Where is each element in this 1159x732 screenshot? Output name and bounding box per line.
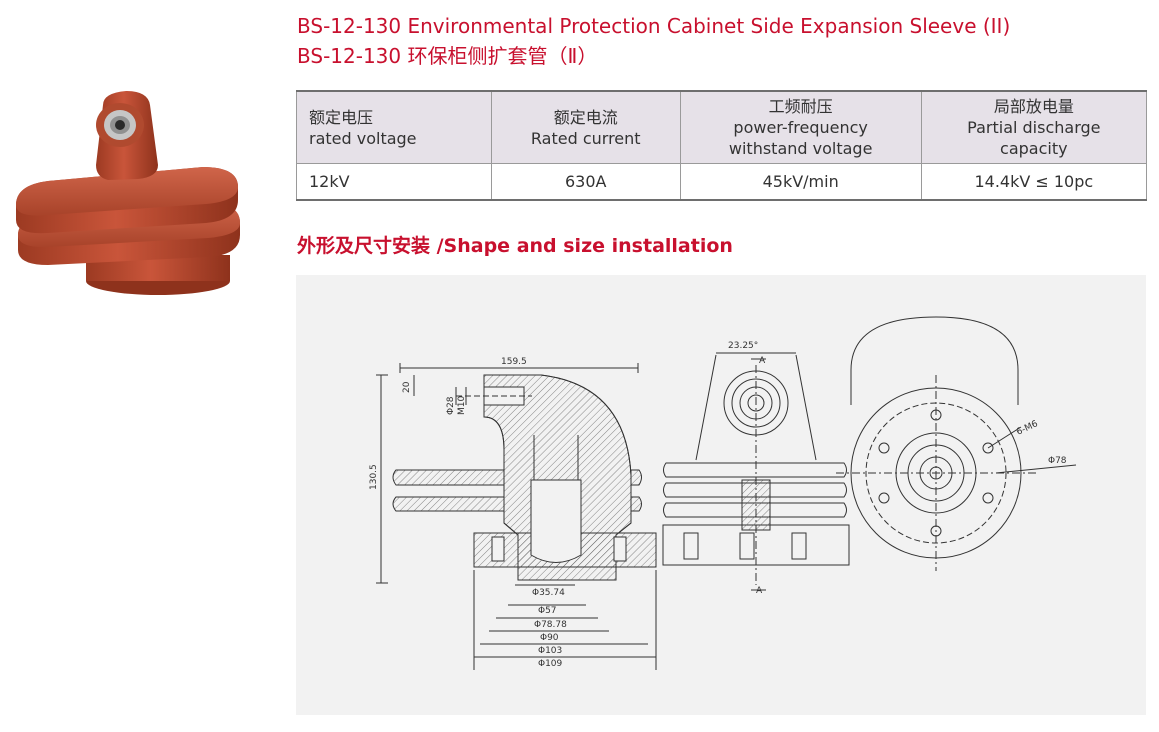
header-en: Rated current — [530, 128, 641, 148]
dim-d103: Φ103 — [538, 646, 562, 656]
value-rated-current: 630A — [490, 163, 681, 201]
header-cn: 局部放电量 — [993, 97, 1074, 116]
dim-height: 130.5 — [369, 464, 379, 490]
dim-d109: Φ109 — [538, 659, 563, 669]
spec-header-row: 额定电压 rated voltage 额定电流 Rated current 工频… — [296, 90, 1148, 164]
technical-drawing: 159.5 20 Φ28 M10 130.5 Φ35.74 Φ57 Φ78.78… — [296, 275, 1146, 715]
dim-d78: Φ78 — [1048, 456, 1067, 466]
dim-d7878: Φ78.78 — [534, 620, 567, 630]
value-partial-discharge: 14.4kV ≤ 10pc — [920, 163, 1148, 201]
drawing-svg: 159.5 20 Φ28 M10 130.5 Φ35.74 Φ57 Φ78.78… — [369, 316, 1077, 670]
header-rated-current: 额定电流 Rated current — [490, 90, 681, 164]
header-en: rated voltage — [309, 128, 417, 148]
header-en: power-frequency — [733, 118, 868, 137]
value-withstand-voltage: 45kV/min — [679, 163, 922, 201]
dim-20: 20 — [402, 381, 412, 393]
dim-m10: M10 — [457, 396, 467, 415]
section-marker-a-top: A — [759, 356, 766, 366]
dim-d90: Φ90 — [540, 633, 559, 643]
dim-d3574: Φ35.74 — [532, 588, 565, 598]
product-title-en: BS-12-130 Environmental Protection Cabin… — [297, 14, 1011, 38]
spec-value-row: 12kV 630A 45kV/min 14.4kV ≤ 10pc — [296, 163, 1148, 201]
dim-angle: 23.25° — [728, 341, 758, 351]
header-cn: 额定电流 — [553, 107, 618, 127]
header-rated-voltage: 额定电压 rated voltage — [296, 90, 492, 164]
dim-d57: Φ57 — [538, 606, 557, 616]
header-withstand-voltage: 工频耐压 power-frequency withstand voltage — [679, 90, 922, 164]
value-rated-voltage: 12kV — [296, 163, 492, 201]
product-photo — [8, 85, 248, 300]
header-cn: 额定电压 — [309, 107, 374, 127]
section-title: 外形及尺寸安装 /Shape and size installation — [297, 235, 733, 257]
header-cn: 工频耐压 — [768, 97, 833, 116]
header-en-2: capacity — [1000, 139, 1068, 158]
header-en-2: withstand voltage — [728, 139, 873, 158]
dim-d28: Φ28 — [446, 396, 456, 415]
product-title-cn: BS-12-130 环保柜侧扩套管（Ⅱ） — [297, 44, 598, 68]
header-en: Partial discharge — [967, 118, 1101, 137]
section-marker-a-bottom: A — [756, 586, 763, 596]
dim-width-top: 159.5 — [501, 357, 527, 367]
spec-table: 额定电压 rated voltage 额定电流 Rated current 工频… — [296, 90, 1148, 201]
header-partial-discharge: 局部放电量 Partial discharge capacity — [920, 90, 1148, 164]
dim-holes: 6-M6 — [1015, 419, 1040, 438]
